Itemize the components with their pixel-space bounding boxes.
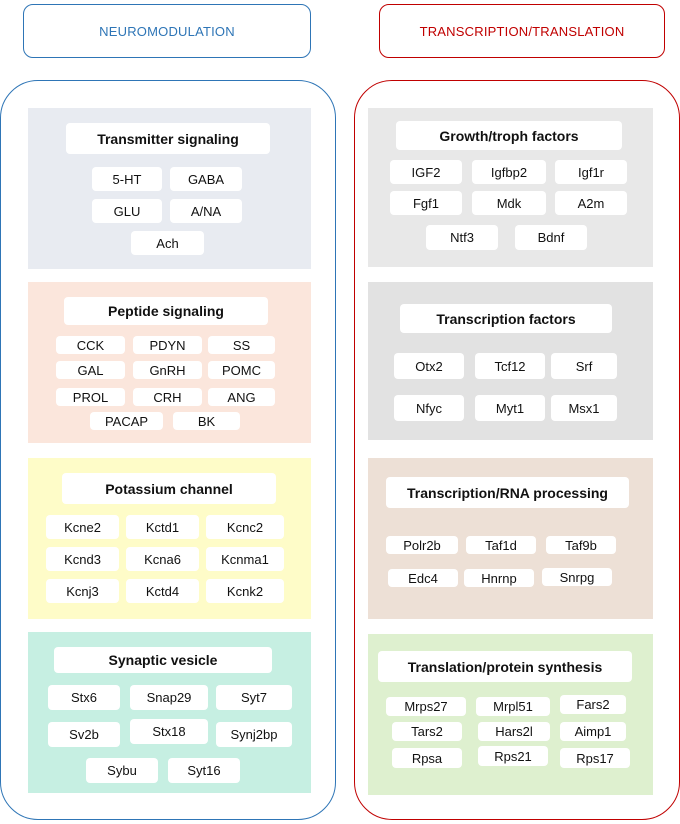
gene-kcna6: Kcna6	[126, 547, 199, 571]
gene-kcne2: Kcne2	[46, 515, 119, 539]
transcription-factors-title: Transcription factors	[400, 304, 612, 333]
gene-kcnd3: Kcnd3	[46, 547, 119, 571]
gene-mdk: Mdk	[472, 191, 546, 215]
gene-sybu: Sybu	[86, 758, 158, 783]
gene-ss: SS	[208, 336, 275, 354]
gene-msx1: Msx1	[551, 395, 617, 421]
gene-igf1r: Igf1r	[555, 160, 627, 184]
gene-mrpl51: Mrpl51	[476, 697, 550, 716]
gene-gnrh: GnRH	[133, 361, 202, 379]
gene-kcnc2: Kcnc2	[206, 515, 284, 539]
gene-taf1d: Taf1d	[466, 536, 536, 554]
gene-kcnma1: Kcnma1	[206, 547, 284, 571]
gene-sv2b: Sv2b	[48, 722, 120, 747]
gene-srf: Srf	[551, 353, 617, 379]
gene-syt16: Syt16	[168, 758, 240, 783]
gene-ntf3: Ntf3	[426, 225, 498, 250]
growth-troph-factors-title: Growth/troph factors	[396, 121, 622, 150]
gene-snrpg: Snrpg	[542, 568, 612, 586]
gene-bk: BK	[173, 412, 240, 430]
synaptic-vesicle-title: Synaptic vesicle	[54, 647, 272, 673]
gene-prol: PROL	[56, 388, 125, 406]
gene-5-ht: 5-HT	[92, 167, 162, 191]
gene-glu: GLU	[92, 199, 162, 223]
gene-igf2: IGF2	[390, 160, 462, 184]
gene-a2m: A2m	[555, 191, 627, 215]
gene-aimp1: Aimp1	[560, 722, 626, 741]
gene-a-na: A/NA	[170, 199, 242, 223]
gene-snap29: Snap29	[130, 685, 208, 710]
gene-hnrnp: Hnrnp	[464, 569, 534, 587]
gene-rps17: Rps17	[560, 748, 630, 768]
gene-otx2: Otx2	[394, 353, 464, 379]
gene-edc4: Edc4	[388, 569, 458, 587]
gene-kctd1: Kctd1	[126, 515, 199, 539]
gene-gaba: GABA	[170, 167, 242, 191]
neuromodulation-header: NEUROMODULATION	[23, 4, 311, 58]
transcription-rna-processing-title: Transcription/RNA processing	[386, 477, 629, 508]
gene-kcnk2: Kcnk2	[206, 579, 284, 603]
neuromodulation-header-label: NEUROMODULATION	[99, 23, 235, 39]
gene-gal: GAL	[56, 361, 125, 379]
gene-tcf12: Tcf12	[475, 353, 545, 379]
gene-stx18: Stx18	[130, 719, 208, 744]
gene-crh: CRH	[133, 388, 202, 406]
gene-cck: CCK	[56, 336, 125, 354]
gene-fgf1: Fgf1	[390, 191, 462, 215]
gene-pomc: POMC	[208, 361, 275, 379]
transmitter-signaling-title: Transmitter signaling	[66, 123, 270, 154]
gene-kcnj3: Kcnj3	[46, 579, 119, 603]
gene-nfyc: Nfyc	[394, 395, 464, 421]
gene-mrps27: Mrps27	[386, 697, 466, 716]
potassium-channel-title: Potassium channel	[62, 473, 276, 504]
peptide-signaling-title: Peptide signaling	[64, 297, 268, 325]
gene-ach: Ach	[131, 231, 204, 255]
gene-igfbp2: Igfbp2	[472, 160, 546, 184]
transcription-translation-header: TRANSCRIPTION/TRANSLATION	[379, 4, 665, 58]
gene-syt7: Syt7	[216, 685, 292, 710]
gene-ang: ANG	[208, 388, 275, 406]
gene-rpsa: Rpsa	[392, 748, 462, 768]
gene-kctd4: Kctd4	[126, 579, 199, 603]
gene-fars2: Fars2	[560, 695, 626, 714]
translation-protein-synthesis-title: Translation/protein synthesis	[378, 651, 632, 682]
transcription-translation-header-label: TRANSCRIPTION/TRANSLATION	[419, 23, 625, 39]
gene-polr2b: Polr2b	[386, 536, 458, 554]
gene-pdyn: PDYN	[133, 336, 202, 354]
gene-tars2: Tars2	[392, 722, 462, 741]
gene-synj2bp: Synj2bp	[216, 722, 292, 747]
gene-rps21: Rps21	[478, 746, 548, 766]
gene-bdnf: Bdnf	[515, 225, 587, 250]
gene-taf9b: Taf9b	[546, 536, 616, 554]
gene-pacap: PACAP	[90, 412, 163, 430]
gene-myt1: Myt1	[475, 395, 545, 421]
gene-hars2l: Hars2l	[478, 722, 550, 741]
gene-stx6: Stx6	[48, 685, 120, 710]
